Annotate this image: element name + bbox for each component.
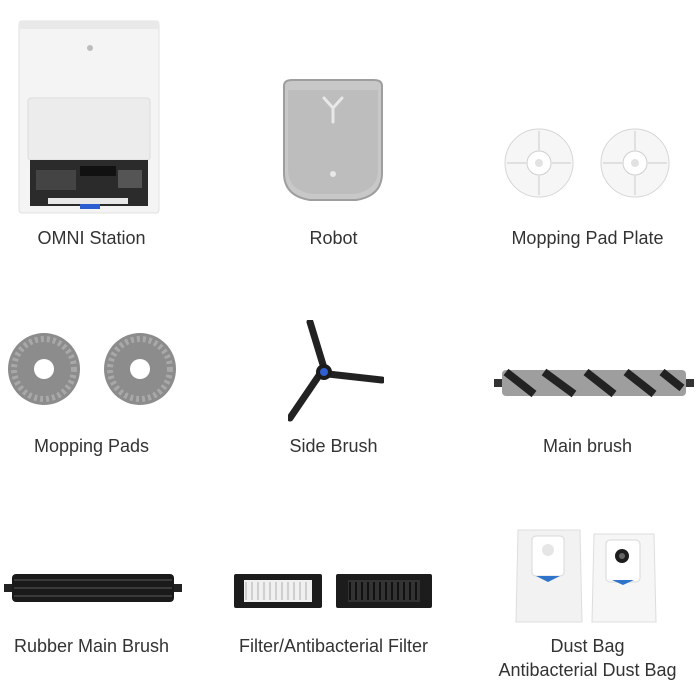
- robot-icon: [283, 79, 383, 201]
- rubber-main-brush-icon: [4, 574, 182, 602]
- main-brush-icon: [494, 368, 694, 398]
- filter-icon: [234, 574, 432, 608]
- item-label-robot: Robot: [309, 228, 358, 248]
- mopping-pad-plate-icon: [504, 128, 670, 198]
- item-label-omni-station: OMNI Station: [37, 228, 146, 248]
- dust-bag-line-2: Antibacterial Dust Bag: [498, 660, 677, 680]
- omni-station-icon: [18, 20, 160, 214]
- item-label-dust-bag: Dust Bag Antibacterial Dust Bag: [471, 634, 700, 682]
- item-label-main-brush: Main brush: [542, 436, 633, 456]
- item-label-rubber-main-brush: Rubber Main Brush: [13, 636, 170, 656]
- item-label-mopping-pad-plate: Mopping Pad Plate: [511, 228, 664, 248]
- side-brush-icon: [288, 320, 384, 422]
- item-label-side-brush: Side Brush: [289, 436, 378, 456]
- dust-bag-line-1: Dust Bag: [550, 636, 625, 656]
- item-label-filter: Filter/Antibacterial Filter: [238, 636, 429, 656]
- mopping-pads-icon: [8, 333, 176, 405]
- item-label-mopping-pads: Mopping Pads: [33, 436, 150, 456]
- dust-bag-icon: [515, 529, 657, 623]
